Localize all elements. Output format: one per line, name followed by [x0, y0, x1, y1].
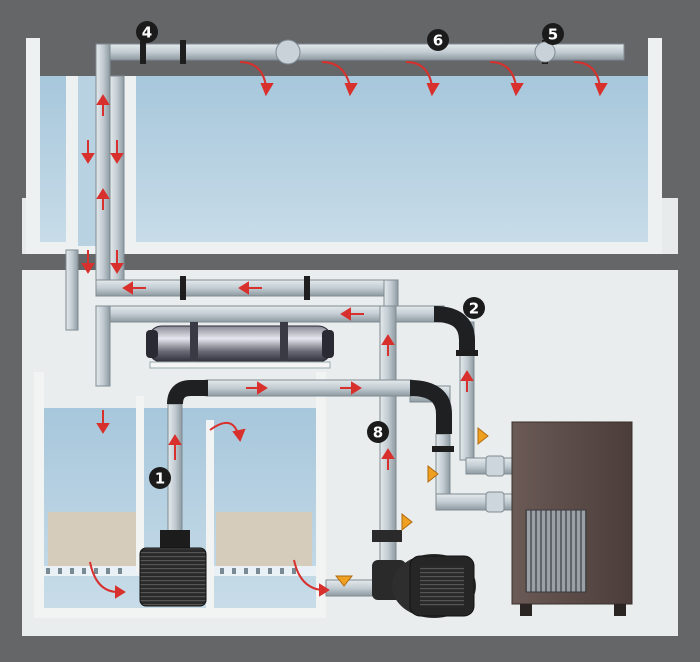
uv-feed-riser	[167, 403, 183, 537]
marker-5: 5	[542, 23, 564, 45]
valve-icon	[334, 575, 354, 587]
sump-baffle-1	[136, 396, 144, 572]
flow-arrow	[293, 559, 323, 591]
flow-arrow	[110, 140, 124, 164]
elbows	[167, 306, 475, 434]
flow-arrow	[460, 370, 474, 392]
uv-sterilizer	[146, 322, 334, 369]
uv-feed-line	[205, 379, 413, 397]
marker-label-1: 1	[155, 470, 165, 488]
marker-label-6: 6	[433, 32, 443, 50]
flow-arrows	[81, 61, 608, 599]
sump-baffle-2	[206, 420, 214, 610]
marker-2: 2	[463, 297, 485, 319]
flow-arrow	[381, 334, 395, 356]
flow-arrow	[96, 94, 110, 116]
flow-arrow	[81, 250, 95, 274]
marker-label-4: 4	[142, 24, 152, 42]
flow-arrow	[96, 188, 110, 210]
elbow-chiller	[433, 306, 475, 350]
marker-6: 6	[427, 29, 449, 51]
flow-arrow	[381, 448, 395, 470]
drain-to-sump	[95, 305, 111, 387]
flow-arrow	[110, 250, 124, 274]
marker-1: 1	[149, 467, 171, 489]
filter-sand-left	[48, 512, 136, 566]
valve-icon	[401, 512, 413, 532]
sump-pump	[139, 530, 207, 607]
valve-icon	[427, 464, 439, 484]
flow-arrow	[340, 381, 362, 395]
cabinet-floor	[0, 636, 700, 662]
marker-disc	[136, 21, 158, 43]
marker-label-8: 8	[373, 424, 383, 442]
flow-arrow	[238, 281, 262, 295]
flow-arrow	[89, 561, 119, 593]
chiller-grille	[525, 509, 587, 593]
flow-arrow	[122, 281, 146, 295]
overflow-drain	[109, 75, 125, 281]
valve-icon	[477, 426, 489, 446]
elbow-pump1	[167, 380, 208, 405]
display-tank-bottom	[26, 242, 662, 254]
marker-label-2: 2	[469, 300, 479, 318]
display-tank-water	[40, 76, 658, 244]
flow-arrow	[340, 307, 364, 321]
flow-arrow	[321, 61, 351, 87]
return-riser	[95, 43, 111, 281]
marker-label-5: 5	[548, 26, 558, 44]
marker-4: 4	[136, 21, 158, 43]
sump-bottom	[34, 608, 326, 618]
flow-arrow	[489, 61, 517, 87]
flow-arrow	[168, 434, 182, 460]
elbow-riser	[409, 380, 452, 434]
flow-arrow	[246, 381, 268, 395]
filter-sand-right	[216, 512, 312, 566]
flow-arrow	[573, 61, 601, 87]
pump-intake	[325, 579, 381, 597]
flow-arrow	[96, 410, 110, 434]
return-pump	[372, 554, 476, 618]
flow-arrow	[405, 61, 433, 87]
chiller	[511, 421, 633, 616]
flow-arrow	[239, 61, 267, 87]
fittings	[140, 39, 556, 542]
valves	[334, 426, 489, 587]
marker-8: 8	[367, 421, 389, 443]
flow-arrow	[81, 140, 95, 164]
